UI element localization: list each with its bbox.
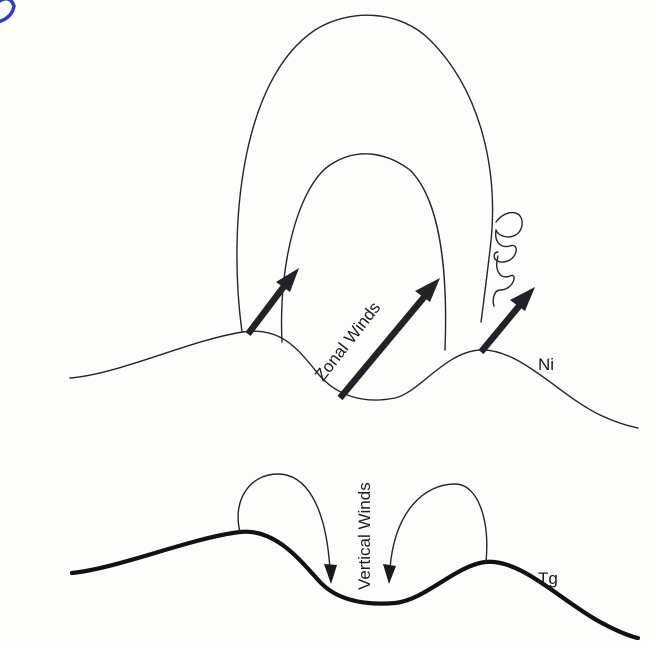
tg-label: Tg <box>538 569 558 588</box>
vertical-loop-right <box>390 484 487 568</box>
outer-field-loop <box>237 15 493 332</box>
vertical-winds-label: Vertical Winds <box>355 482 374 590</box>
zonal-arrow-left <box>248 268 299 334</box>
zonal-winds-label: Zonal Winds <box>311 298 384 384</box>
ni-label: Ni <box>538 355 554 374</box>
spiral-loops <box>493 213 522 306</box>
zonal-arrow-right <box>481 287 535 352</box>
vertical-loop-left <box>238 474 330 570</box>
vertical-arrow-left <box>324 564 337 584</box>
corner-mark <box>0 0 14 22</box>
vertical-arrow-right <box>383 564 396 584</box>
